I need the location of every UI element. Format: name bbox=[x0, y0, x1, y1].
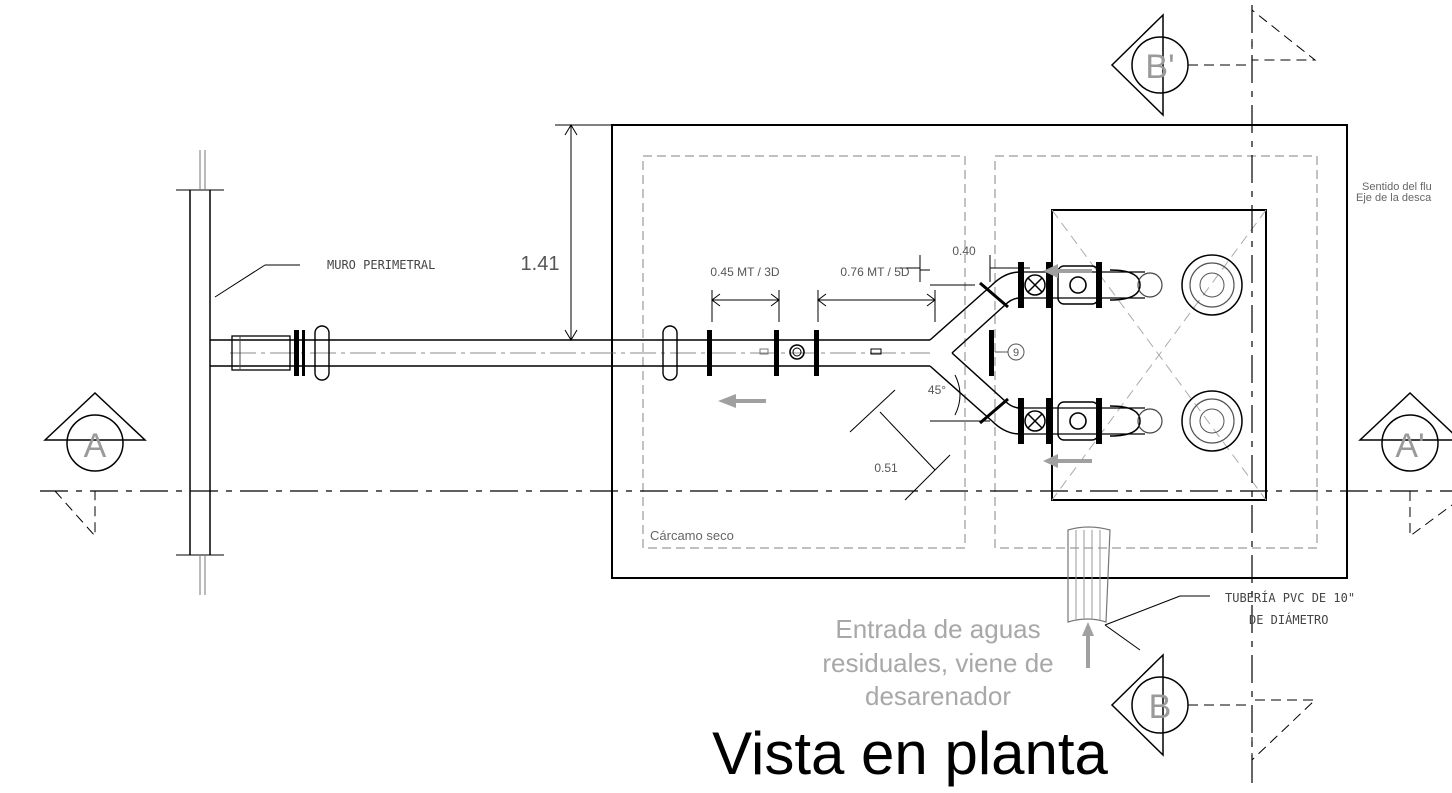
inlet-label: Entrada de aguas bbox=[835, 614, 1040, 644]
discharge-pipe bbox=[210, 325, 994, 381]
dimension-top-gap: 0.40 bbox=[952, 244, 976, 258]
tank-outline bbox=[611, 124, 1348, 579]
item-balloon bbox=[1007, 343, 1025, 361]
pump-train-lower bbox=[1018, 390, 1243, 452]
pvc-pipe-label-2: DE DIÁMETRO bbox=[1249, 612, 1328, 627]
dimension-angle: 45° bbox=[928, 383, 946, 397]
pump-base bbox=[1051, 209, 1267, 501]
wye-fitting bbox=[929, 271, 1021, 435]
inlet-label-3: desarenador bbox=[865, 681, 1011, 711]
flow-note-2: Eje de la desca bbox=[1356, 192, 1432, 204]
section-label-a-prime: A' bbox=[1395, 427, 1424, 465]
section-label-b: B bbox=[1149, 688, 1172, 726]
section-marker-b: B bbox=[1110, 653, 1317, 762]
pvc-pipe-label: TUBERÍA PVC DE 10" bbox=[1225, 590, 1355, 605]
drawing-title: Vista en planta bbox=[712, 720, 1108, 787]
item-number: 9 bbox=[1013, 347, 1019, 359]
dimension-diagonal: 0.51 bbox=[874, 461, 898, 475]
inlet-arrow-icon bbox=[1082, 622, 1094, 668]
pump-train-upper bbox=[1018, 254, 1243, 316]
wet-well-hidden-outline bbox=[994, 155, 1318, 549]
section-marker-b-prime: B' bbox=[1110, 8, 1317, 117]
section-marker-a: A bbox=[43, 391, 147, 538]
section-label-a: A bbox=[84, 427, 107, 465]
dry-well-label: Cárcamo seco bbox=[650, 528, 734, 543]
dimension-height: 1.41 bbox=[521, 253, 560, 275]
pvc-inlet-pipe bbox=[1067, 526, 1111, 668]
pump-base-diagonal bbox=[1051, 209, 1267, 501]
dry-well-hidden-outline bbox=[642, 155, 966, 549]
wall-label: MURO PERIMETRAL bbox=[327, 258, 435, 272]
dimension-3d: 0.45 MT / 3D bbox=[710, 265, 779, 279]
inlet-label-2: residuales, viene de bbox=[822, 648, 1053, 678]
dimension-lines bbox=[214, 124, 1210, 651]
dimension-5d: 0.76 MT / 5D bbox=[840, 265, 909, 279]
flow-note: Sentido del flu bbox=[1362, 181, 1432, 193]
perimeter-wall bbox=[176, 150, 224, 595]
flow-arrow-icon bbox=[718, 264, 1092, 468]
section-marker-a-prime: A' bbox=[1358, 391, 1452, 537]
section-label-b-prime: B' bbox=[1145, 48, 1174, 86]
